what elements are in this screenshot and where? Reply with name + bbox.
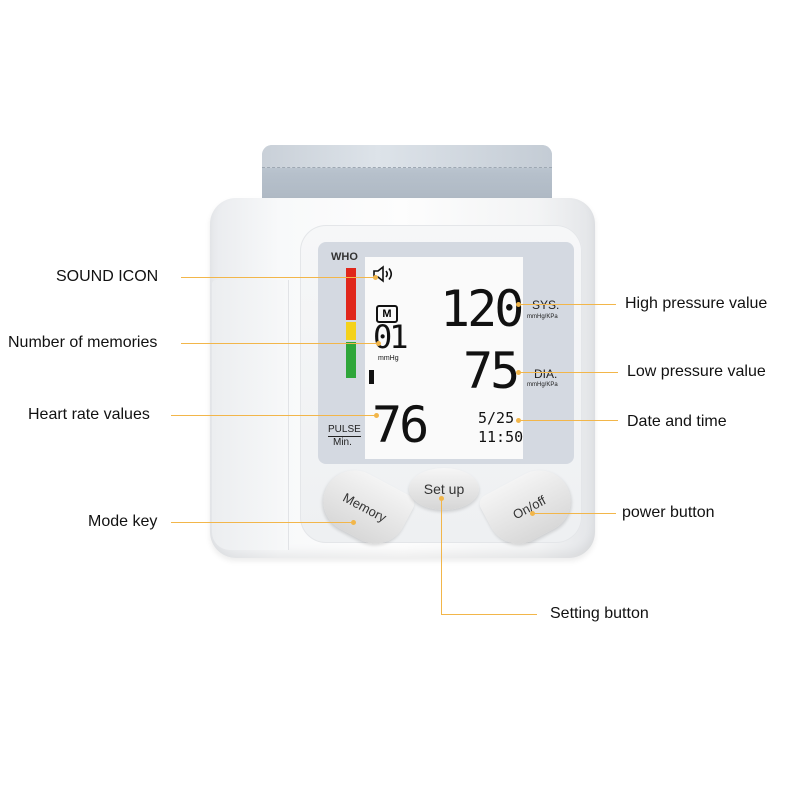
callout-memories: Number of memories: [8, 334, 158, 351]
dia-label: DIA.: [534, 367, 558, 381]
callout-date-time: Date and time: [627, 413, 727, 430]
leader-dot-heart: [374, 413, 379, 418]
sys-label: SYS.: [532, 298, 560, 312]
callout-low-pressure: Low pressure value: [627, 363, 766, 380]
leader-dot-date: [516, 418, 521, 423]
leader-dot-memories: [376, 341, 381, 346]
setup-button-label[interactable]: Set up: [423, 481, 465, 497]
leader-dot-sound: [373, 275, 378, 280]
pulse-value: 76: [372, 396, 429, 454]
leader-dot-power: [530, 511, 535, 516]
leader-dot-low: [516, 370, 521, 375]
callout-high-pressure: High pressure value: [625, 295, 768, 312]
leader-heart-rate: [171, 415, 376, 416]
leader-power: [532, 513, 616, 514]
callout-power-button: power button: [622, 504, 715, 521]
memory-number: 01: [373, 318, 408, 356]
who-label: WHO: [331, 251, 358, 263]
leader-memories: [181, 343, 378, 344]
who-bar-red: [346, 268, 356, 320]
leader-low-pressure: [518, 372, 618, 373]
leader-high-pressure: [518, 304, 616, 305]
pulse-label: PULSE: [328, 424, 361, 437]
leader-dot-setting: [439, 496, 444, 501]
memory-badge: M: [376, 305, 398, 323]
systolic-value: 120: [440, 280, 524, 338]
leader-setting-horizontal: [441, 614, 537, 615]
diastolic-value: 75: [463, 342, 520, 400]
cuff-strap-edge: [262, 145, 552, 168]
leader-date-time: [518, 420, 618, 421]
who-bar-yellow: [346, 322, 356, 340]
leader-mode-key: [171, 522, 353, 523]
leader-dot-mode: [351, 520, 356, 525]
memory-unit: mmHg: [378, 355, 399, 362]
dia-unit: mmHg/KPa: [527, 382, 558, 388]
callout-heart-rate: Heart rate values: [28, 406, 150, 423]
callout-sound-icon: SOUND ICON: [56, 268, 159, 285]
lcd-screen: [365, 257, 523, 459]
pulse-unit: Min.: [333, 437, 352, 448]
leader-setting-vertical: [441, 498, 442, 614]
callout-setting-button: Setting button: [550, 605, 649, 622]
onoff-button-label: On/off: [509, 492, 549, 522]
who-bar-green: [346, 342, 356, 378]
sys-unit: mmHg/KPa: [527, 314, 558, 320]
memory-button-label: Memory: [340, 489, 390, 525]
sound-icon: [372, 264, 396, 284]
setup-button[interactable]: Set up: [409, 468, 479, 510]
callout-mode-key: Mode key: [88, 513, 158, 530]
leader-dot-high: [516, 302, 521, 307]
time-value: 11:50: [478, 428, 524, 446]
lcd-segment-mark: [369, 370, 374, 384]
date-value: 5/25: [478, 409, 515, 427]
leader-sound-icon: [181, 277, 375, 278]
